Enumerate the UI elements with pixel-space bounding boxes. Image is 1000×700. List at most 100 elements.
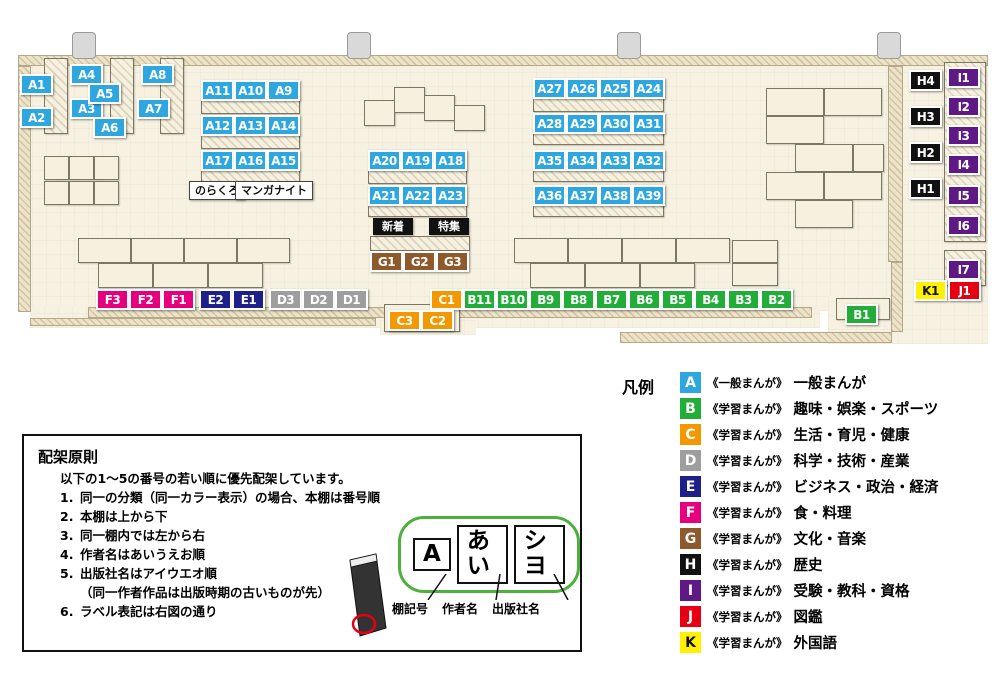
shelf-unit bbox=[208, 263, 263, 288]
shelf-label-a26: A26 bbox=[566, 78, 599, 99]
shelf-label-i7: I7 bbox=[947, 259, 980, 280]
legend-category: 食・料理 bbox=[793, 506, 852, 522]
principle-item-5: 5. 出版社名はアイウエオ順 bbox=[60, 564, 396, 583]
shelf-label-a19: A19 bbox=[401, 150, 434, 171]
shelf-unit bbox=[98, 263, 153, 288]
shelf-label-a9: A9 bbox=[267, 80, 300, 101]
principle-number: 2. bbox=[60, 509, 74, 524]
shelf-label-a20: A20 bbox=[368, 150, 401, 171]
shelf-label-a2: A2 bbox=[20, 107, 53, 128]
legend-series: 《学習まんが》 bbox=[707, 583, 788, 598]
principle-number: 3. bbox=[60, 528, 74, 543]
shelf-label-a34: A34 bbox=[566, 150, 599, 171]
shelf-unit bbox=[732, 240, 778, 263]
shelf-label-a36: A36 bbox=[533, 185, 566, 206]
shelf-label-b7: B7 bbox=[595, 289, 628, 310]
shelf-label-h4: H4 bbox=[909, 70, 942, 91]
label-callout-0: 棚記号 bbox=[392, 602, 429, 616]
map-sign-1: マンガナイト bbox=[235, 181, 313, 200]
principle-item-4: 4.作者名はあいうえお順 bbox=[60, 545, 396, 564]
shelf-unit bbox=[364, 100, 395, 126]
legend-row-f: F《学習まんが》食・料理 bbox=[680, 502, 939, 523]
shelf-unit bbox=[424, 95, 455, 121]
shelf-label-a6: A6 bbox=[93, 117, 126, 138]
principle-item-1: 1.同一の分類（同一カラー表示）の場合、本棚は番号順 bbox=[60, 488, 396, 507]
legend-series: 《一般まんが》 bbox=[707, 375, 788, 390]
shelf-unit bbox=[568, 238, 622, 263]
shelf-unit bbox=[514, 238, 568, 263]
shelf-unit bbox=[368, 169, 467, 184]
principle-item-3: 3.同一棚内では左から右 bbox=[60, 526, 396, 545]
shelf-label-c3: C3 bbox=[388, 310, 421, 331]
legend-swatch-f: F bbox=[680, 502, 701, 523]
legend-swatch-i: I bbox=[680, 580, 701, 601]
legend-swatch-e: E bbox=[680, 476, 701, 497]
shelf-label-a12: A12 bbox=[201, 115, 234, 136]
shelf-label-a16: A16 bbox=[234, 150, 267, 171]
label-segment-1: あい bbox=[456, 525, 508, 584]
shelf-label-a28: A28 bbox=[533, 113, 566, 134]
shelf-label-j1: J1 bbox=[948, 280, 981, 301]
shelf-label-a37: A37 bbox=[566, 185, 599, 206]
shelf-unit bbox=[795, 144, 853, 172]
shelf-label-a21: A21 bbox=[368, 185, 401, 206]
shelf-label-a35: A35 bbox=[533, 150, 566, 171]
shelf-label-b6: B6 bbox=[628, 289, 661, 310]
legend-series: 《学習まんが》 bbox=[707, 479, 788, 494]
principle-number: 5. bbox=[60, 566, 74, 581]
shelf-label-a27: A27 bbox=[533, 78, 566, 99]
shelf-unit bbox=[94, 156, 119, 180]
legend-swatch-h: H bbox=[680, 554, 701, 575]
legend-series: 《学習まんが》 bbox=[707, 557, 788, 572]
shelf-label-a4: A4 bbox=[70, 64, 103, 85]
legend-row-h: H《学習まんが》歴史 bbox=[680, 554, 939, 575]
shelf-label-k1: K1 bbox=[914, 280, 947, 301]
legend-swatch-b: B bbox=[680, 398, 701, 419]
shelf-label-a24: A24 bbox=[632, 78, 665, 99]
shelf-unit bbox=[676, 238, 730, 263]
principle-number: 4. bbox=[60, 547, 74, 562]
shelf-label-g1: G1 bbox=[370, 251, 403, 272]
principle-number: 1. bbox=[60, 490, 74, 505]
shelf-label-i5: I5 bbox=[947, 185, 980, 206]
shelf-label-d3: D3 bbox=[269, 289, 302, 310]
shelf-unit bbox=[394, 87, 425, 113]
legend-category: 受験・教科・資格 bbox=[793, 584, 910, 600]
principle-item-2: 2.本棚は上から下 bbox=[60, 507, 396, 526]
shelf-unit bbox=[131, 238, 184, 263]
legend-series: 《学習まんが》 bbox=[707, 609, 788, 624]
label-segment-0: A bbox=[413, 537, 451, 571]
shelf-unit bbox=[69, 156, 94, 180]
shelf-label-f1: F1 bbox=[162, 289, 195, 310]
shelf-unit bbox=[184, 238, 237, 263]
shelf-label-g2: G2 bbox=[403, 251, 436, 272]
principle-note: （同一作者作品は出版時期の古いものが先） bbox=[80, 585, 331, 600]
wall-segment bbox=[891, 262, 903, 332]
legend-row-j: J《学習まんが》図鑑 bbox=[680, 606, 939, 627]
shelf-label-f2: F2 bbox=[129, 289, 162, 310]
legend-swatch-c: C bbox=[680, 424, 701, 445]
shelf-unit bbox=[732, 263, 778, 286]
wall-segment bbox=[620, 332, 892, 343]
principle-text: 出版社名はアイウエオ順 bbox=[80, 566, 217, 581]
shelf-label-i2: I2 bbox=[947, 96, 980, 117]
label-callout-1: 作者名 bbox=[442, 602, 479, 616]
shelf-unit bbox=[201, 99, 300, 114]
shelf-label-a5: A5 bbox=[88, 83, 121, 104]
label-segment-2: シヨ bbox=[513, 525, 565, 584]
legend-title: 凡例 bbox=[622, 378, 655, 397]
shelf-unit bbox=[766, 172, 824, 200]
callout-lines bbox=[427, 574, 569, 600]
shelf-label-a10: A10 bbox=[234, 80, 267, 101]
legend-category: ビジネス・政治・経済 bbox=[793, 480, 939, 496]
shelf-unit bbox=[153, 263, 208, 288]
legend-swatch-k: K bbox=[680, 632, 701, 653]
pillar bbox=[617, 32, 641, 59]
legend-category: 外国語 bbox=[793, 636, 838, 652]
shelf-unit bbox=[533, 97, 664, 112]
shelf-label-c2: C2 bbox=[421, 310, 454, 331]
shelf-label-i1: I1 bbox=[947, 67, 980, 88]
